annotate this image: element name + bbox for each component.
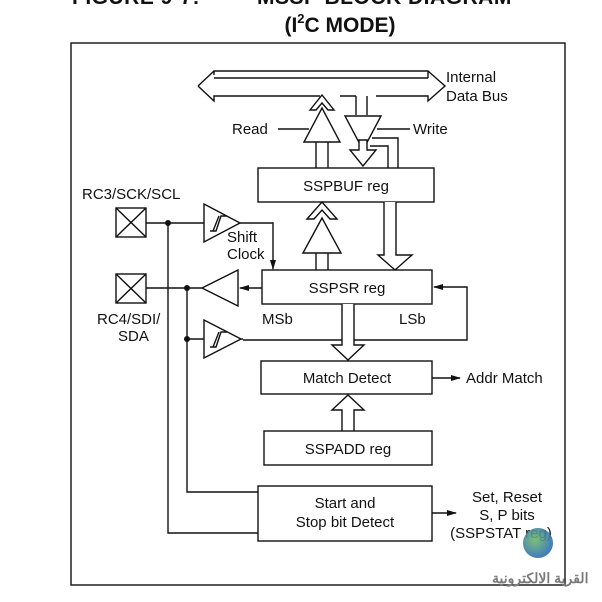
- write-label: Write: [413, 121, 448, 138]
- watermark-globe-plug-icon: [523, 528, 553, 558]
- sspbuf-register: [257, 167, 435, 203]
- sspsr-to-match-arrow: [330, 304, 366, 361]
- sspsr-to-sspbuf-stem: [315, 252, 329, 270]
- sda-to-start-stop-wire: [186, 288, 258, 493]
- lsb-feedback-wire: [243, 284, 468, 341]
- sspsr-to-sspbuf-arrow-head: [305, 200, 339, 220]
- figure-caption: FIGURE 9-7: MSSP BLOCK DIAGRAM: [72, 0, 512, 8]
- scl-pin-label: RC3/SCK/SCL: [82, 186, 180, 203]
- sda-pin-label-line1: RC4/SDI/: [97, 311, 161, 328]
- start-stop-label-line1: Start and: [315, 495, 376, 512]
- addr-match-label: Addr Match: [466, 370, 543, 387]
- diagram-frame: [70, 42, 566, 586]
- title-superscript: 2: [297, 11, 305, 26]
- sspbuf-to-sspsr-arrow: [376, 202, 414, 271]
- sda-output-buffer-icon: [200, 268, 239, 308]
- bus-label-line1: Internal: [446, 69, 496, 86]
- title-suffix: C MODE): [304, 14, 396, 37]
- sspsr-to-sspbuf-buffer: [301, 216, 343, 254]
- start-stop-label-line2: Stop bit Detect: [296, 514, 395, 531]
- write-buffer-triangle: [343, 115, 383, 152]
- match-detect-label: Match Detect: [303, 370, 392, 387]
- write-path-stem-top: [355, 96, 368, 115]
- read-path-stem: [315, 142, 329, 168]
- sspbuf-label: SSPBUF reg: [303, 178, 389, 195]
- scl-schmitt-buffer-icon: [203, 202, 242, 244]
- shift-clock-label-line2: Clock: [227, 246, 265, 263]
- sda-pin-label-line2: SDA: [118, 328, 149, 345]
- bus-label-line2: Data Bus: [446, 88, 508, 105]
- scl-pin-icon: [115, 207, 147, 238]
- sspadd-register: [263, 430, 433, 466]
- msb-label: MSb: [262, 311, 293, 328]
- read-buffer-triangle: [302, 106, 342, 143]
- write-arrow-head: [348, 139, 378, 168]
- lsb-label: LSb: [399, 311, 426, 328]
- sspsr-register: [261, 269, 433, 305]
- status-label-line1: Set, Reset: [472, 489, 543, 506]
- sspsr-label: SSPSR reg: [309, 280, 386, 297]
- status-label-line2: S, P bits: [479, 507, 535, 524]
- internal-data-bus-arrow: [197, 70, 447, 103]
- read-label: Read: [232, 121, 268, 138]
- title-prefix: (I: [284, 14, 298, 37]
- scl-to-start-stop-wire: [167, 223, 258, 534]
- sda-schmitt-buffer-icon: [203, 318, 243, 360]
- cropped-figure-caption-strip: FIGURE 9-7: MSSP BLOCK DIAGRAM: [0, 0, 602, 8]
- sda-pin-icon: [115, 273, 147, 304]
- shift-clock-label-line1: Shift: [227, 229, 258, 246]
- read-arrow-head: [308, 93, 336, 111]
- match-detect-block: [260, 360, 433, 395]
- shift-clock-wire: [240, 222, 276, 270]
- write-feedback-lines: [370, 137, 399, 168]
- watermark-text: القرية الالكترونية: [492, 570, 589, 586]
- sspadd-to-match-arrow: [330, 394, 366, 431]
- figure-subtitle: (I2C MODE): [0, 11, 602, 38]
- sspadd-label: SSPADD reg: [305, 441, 391, 458]
